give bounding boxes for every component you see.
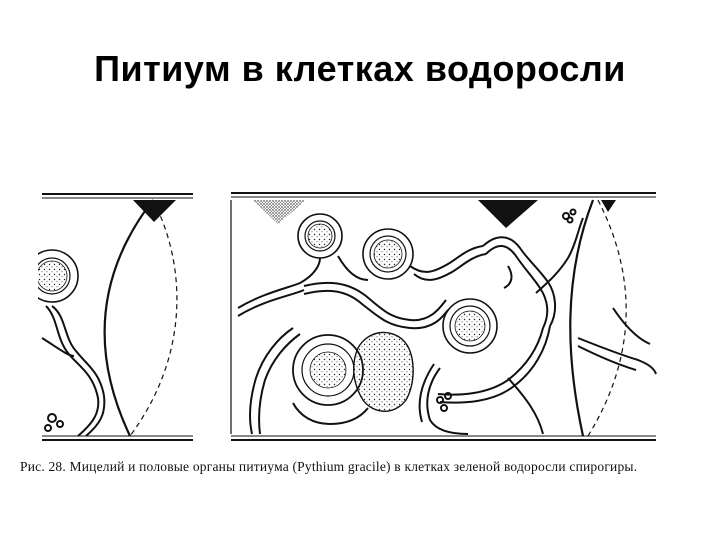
- slide-title: Питиум в клетках водоросли: [94, 48, 626, 89]
- figure-caption: Рис. 28. Мицелий и половые органы питиум…: [20, 459, 638, 474]
- left-alga-cell: [38, 193, 193, 441]
- pythium-illustration: [38, 192, 657, 441]
- right-alga-cell: [230, 192, 657, 441]
